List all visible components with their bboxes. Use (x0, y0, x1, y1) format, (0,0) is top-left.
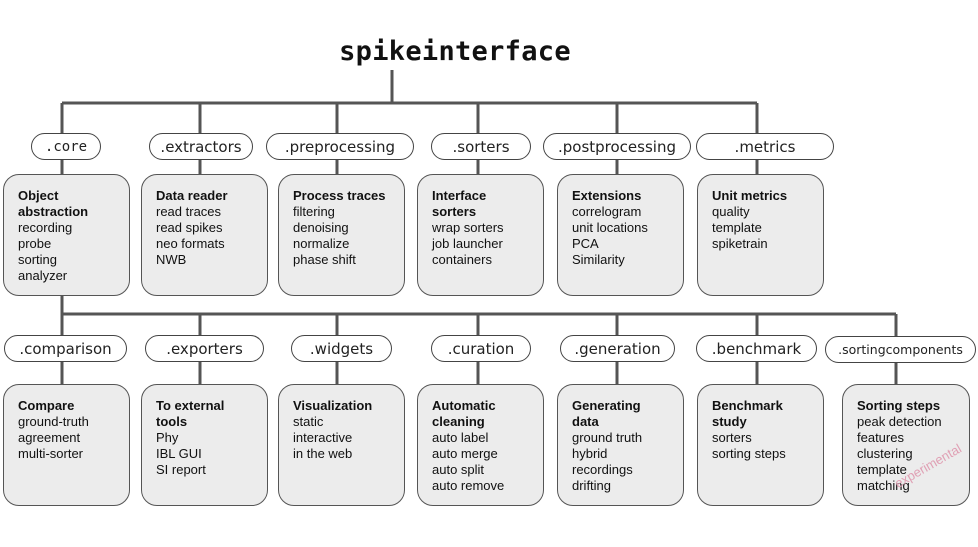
box-item: unit locations (572, 220, 648, 235)
box-item: ground-truth (18, 414, 89, 429)
box-item: read traces (156, 204, 222, 219)
box-item: SI report (156, 462, 206, 477)
box-heading: Unit metrics (712, 188, 788, 203)
box-item: interactive (293, 430, 353, 445)
box-heading: Sorting steps (857, 398, 941, 413)
module-pill-core: .core (31, 133, 101, 160)
module-box-preprocessing: Process traces filtering denoising norma… (278, 174, 405, 296)
module-pill-curation: .curation (431, 335, 531, 362)
box-item: clustering (857, 446, 913, 461)
box-heading: sorters (432, 204, 477, 219)
box-item: denoising (293, 220, 349, 235)
box-heading: cleaning (432, 414, 485, 429)
box-heading: tools (156, 414, 188, 429)
box-heading: Visualization (293, 398, 373, 413)
box-item: auto merge (432, 446, 498, 461)
box-heading: data (572, 414, 599, 429)
module-pill-comparison: .comparison (4, 335, 127, 362)
module-pill-preprocessing: .preprocessing (266, 133, 414, 160)
box-item: recordings (572, 462, 633, 477)
box-item: in the web (293, 446, 353, 461)
box-heading: Automatic (432, 398, 496, 413)
box-item: peak detection (857, 414, 942, 429)
box-heading: Generating (572, 398, 641, 413)
box-item: agreement (18, 430, 81, 445)
box-item: probe (18, 236, 52, 251)
box-heading: To external (156, 398, 225, 413)
box-item: sorting (18, 252, 58, 267)
box-item: neo formats (156, 236, 225, 251)
box-heading: Benchmark (712, 398, 783, 413)
diagram-title: spikeinterface (339, 36, 571, 67)
box-heading: Data reader (156, 188, 228, 203)
box-item: template (712, 220, 762, 235)
module-box-sorters: Interface sorters wrap sorters job launc… (417, 174, 544, 296)
box-item: job launcher (432, 236, 503, 251)
module-pill-sorters: .sorters (431, 133, 531, 160)
box-item: drifting (572, 478, 612, 493)
box-item: quality (712, 204, 750, 219)
module-pill-sortingcomponents: .sortingcomponents (825, 336, 976, 363)
box-item: filtering (293, 204, 335, 219)
box-item: template (857, 462, 907, 477)
box-item: wrap sorters (432, 220, 504, 235)
box-heading: Interface (432, 188, 487, 203)
box-heading: Extensions (572, 188, 642, 203)
box-item: NWB (156, 252, 187, 267)
box-heading: Object (18, 188, 59, 203)
box-item: IBL GUI (156, 446, 202, 461)
module-box-curation: Automatic cleaning auto label auto merge… (417, 384, 544, 506)
box-item: auto label (432, 430, 489, 445)
box-item: features (857, 430, 904, 445)
module-box-exporters: To external tools Phy IBL GUI SI report (141, 384, 268, 506)
module-pill-benchmark: .benchmark (696, 335, 817, 362)
module-box-sortingcomponents: Sorting steps peak detection features cl… (842, 384, 970, 506)
module-pill-extractors: .extractors (149, 133, 253, 160)
module-pill-exporters: .exporters (145, 335, 264, 362)
box-heading: Compare (18, 398, 75, 413)
module-box-comparison: Compare ground-truth agreement multi-sor… (3, 384, 130, 506)
box-item: sorting steps (712, 446, 786, 461)
box-heading: abstraction (18, 204, 89, 219)
module-pill-postprocessing: .postprocessing (543, 133, 691, 160)
box-item: Phy (156, 430, 179, 445)
module-box-core: Object abstraction recording probe sorti… (3, 174, 130, 296)
box-item: hybrid (572, 446, 608, 461)
module-pill-metrics: .metrics (696, 133, 834, 160)
module-pill-generation: .generation (560, 335, 675, 362)
box-heading: Process traces (293, 188, 386, 203)
module-box-widgets: Visualization static interactive in the … (278, 384, 405, 506)
box-item: recording (18, 220, 73, 235)
box-item: auto remove (432, 478, 505, 493)
module-box-extractors: Data reader read traces read spikes neo … (141, 174, 268, 296)
module-box-metrics: Unit metrics quality template spiketrain (697, 174, 824, 296)
box-item: analyzer (18, 268, 68, 283)
box-item: Similarity (572, 252, 625, 267)
module-box-benchmark: Benchmark study sorters sorting steps (697, 384, 824, 506)
module-box-generation: Generating data ground truth hybrid reco… (557, 384, 684, 506)
box-item: read spikes (156, 220, 223, 235)
box-item: multi-sorter (18, 446, 84, 461)
box-item: phase shift (293, 252, 356, 267)
box-item: spiketrain (712, 236, 768, 251)
box-item: sorters (712, 430, 752, 445)
box-item: matching (857, 478, 910, 493)
box-heading: study (712, 414, 747, 429)
box-item: auto split (432, 462, 485, 477)
box-item: normalize (293, 236, 350, 251)
module-box-postprocessing: Extensions correlogram unit locations PC… (557, 174, 684, 296)
box-item: PCA (572, 236, 599, 251)
box-item: ground truth (572, 430, 643, 445)
box-item: correlogram (572, 204, 642, 219)
module-pill-widgets: .widgets (291, 335, 392, 362)
box-item: static (293, 414, 324, 429)
box-item: containers (432, 252, 492, 267)
